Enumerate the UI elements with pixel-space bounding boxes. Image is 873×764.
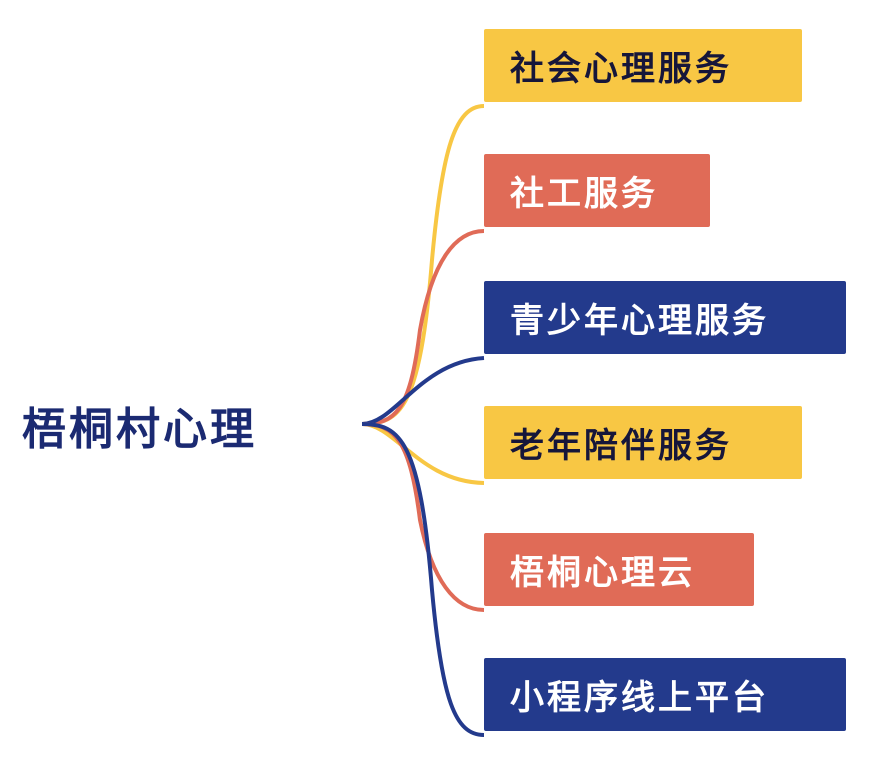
branch-node-wutong-psych-cloud: 梧桐心理云 xyxy=(484,533,754,606)
branch-node-youth-psych-service: 青少年心理服务 xyxy=(484,281,846,354)
connector-line-6 xyxy=(361,422,485,737)
branch-node-mini-program-platform: 小程序线上平台 xyxy=(484,658,846,731)
branch-node-social-psych-service: 社会心理服务 xyxy=(484,29,802,102)
branch-label: 社会心理服务 xyxy=(510,49,732,89)
connector-line-3 xyxy=(361,356,485,426)
branch-label: 梧桐心理云 xyxy=(510,553,695,593)
branch-label: 社工服务 xyxy=(510,174,658,214)
branch-node-social-work-service: 社工服务 xyxy=(484,154,710,227)
connector-line-2 xyxy=(361,229,485,426)
branch-node-elderly-companion-service: 老年陪伴服务 xyxy=(484,406,802,479)
branch-label: 小程序线上平台 xyxy=(510,678,769,718)
connector-line-4 xyxy=(361,422,485,485)
branch-label: 老年陪伴服务 xyxy=(510,426,732,466)
connector-line-1 xyxy=(361,104,485,426)
branch-label: 青少年心理服务 xyxy=(510,301,769,341)
root-node-title: 梧桐村心理 xyxy=(22,404,257,455)
